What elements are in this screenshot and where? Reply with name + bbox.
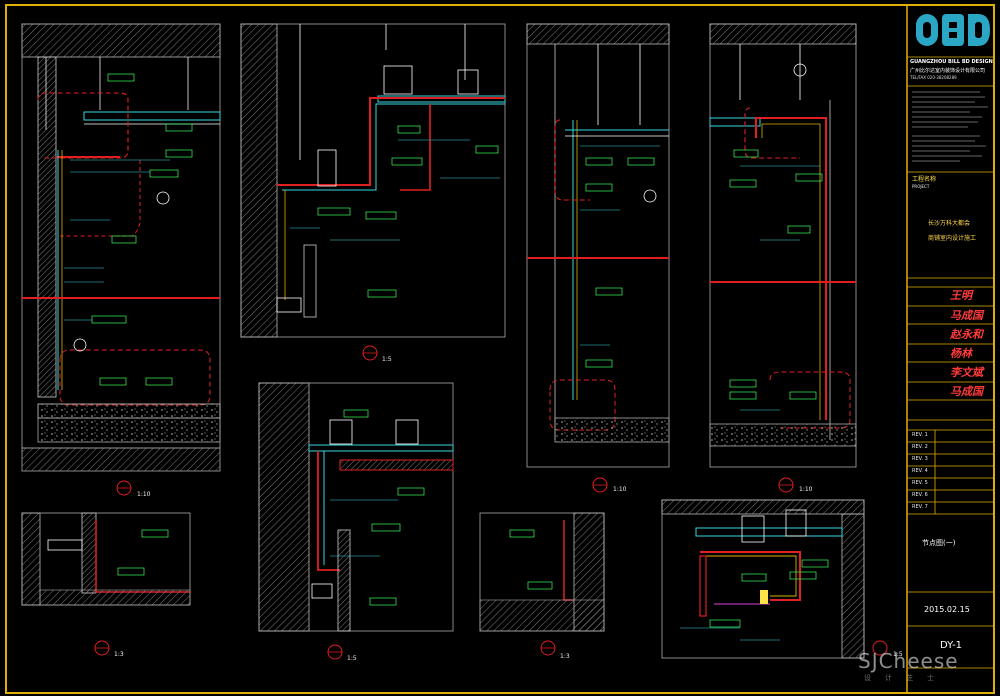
- scale-detail-7: 1:3: [560, 653, 570, 660]
- signature-1: 王明: [950, 289, 972, 302]
- scale-detail-8: 1:5: [893, 651, 903, 658]
- signature-6: 马成国: [950, 385, 983, 398]
- scale-detail-1: 1:10: [137, 491, 151, 498]
- sheet-border: [5, 4, 995, 694]
- detail-7: [479, 512, 605, 656]
- detail-2: [240, 23, 506, 361]
- rev-6: REV. 6: [912, 492, 928, 498]
- rev-1: REV. 1: [912, 432, 928, 438]
- rev-5: REV. 5: [912, 480, 928, 486]
- drawing-number: DY-1: [940, 640, 963, 651]
- scale-detail-5: 1:3: [114, 651, 124, 658]
- scale-detail-6: 1:5: [347, 655, 357, 662]
- detail-3: [526, 23, 670, 493]
- firm-logo: [916, 14, 990, 46]
- project-label-en: PROJECT: [912, 184, 930, 189]
- signature-5: 李文斌: [950, 366, 983, 379]
- detail-5: [21, 512, 191, 656]
- title-block-grid: [907, 56, 994, 669]
- firm-name-english: GUANGZHOU BILL BD DESIGN: [910, 59, 993, 65]
- detail-1: [21, 23, 221, 496]
- scale-detail-2: 1:5: [382, 356, 392, 363]
- project-name-line2: 商铺室内设计施工: [928, 235, 977, 242]
- firm-tel: TEL/FAX 020-38208289: [910, 75, 957, 80]
- scale-detail-4: 1:10: [799, 486, 813, 493]
- firm-name-chinese: 广州比尔达室内装饰设计有限公司: [910, 68, 986, 74]
- detail-8: [661, 499, 888, 659]
- project-name-line1: 长沙万科大都会: [928, 220, 971, 227]
- drawing-title: 节点图(一): [922, 539, 956, 547]
- signature-3: 赵永和: [950, 328, 983, 341]
- title-block-notes: [912, 91, 988, 162]
- scale-detail-3: 1:10: [613, 486, 627, 493]
- project-label: 工程名称: [912, 176, 937, 183]
- rev-7: REV. 7: [912, 504, 928, 510]
- drawing-date: 2015.02.15: [924, 605, 970, 614]
- signature-2: 马成国: [950, 309, 983, 322]
- rev-4: REV. 4: [912, 468, 928, 474]
- detail-4: [709, 23, 857, 493]
- detail-6: [258, 382, 454, 660]
- rev-2: REV. 2: [912, 444, 928, 450]
- rev-3: REV. 3: [912, 456, 928, 462]
- signature-4: 杨林: [950, 347, 972, 360]
